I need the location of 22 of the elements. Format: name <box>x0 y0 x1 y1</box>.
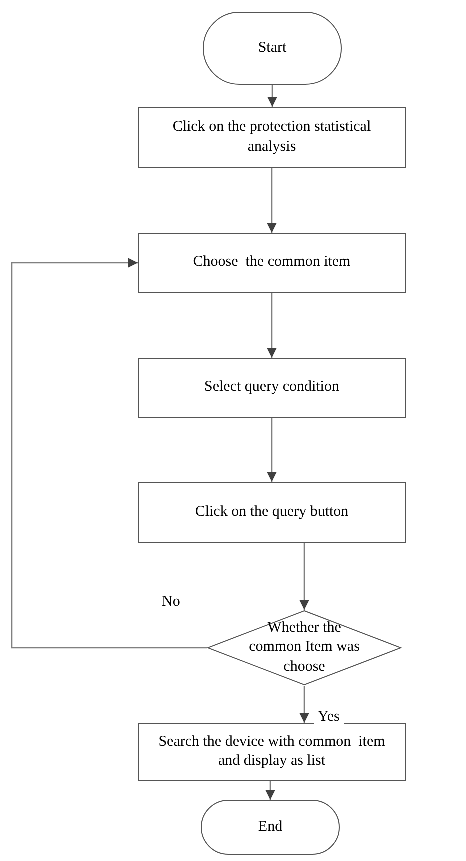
arrow <box>266 781 276 800</box>
process-box <box>138 482 406 543</box>
arrow <box>267 293 277 358</box>
process-box <box>138 107 406 168</box>
arrow <box>11 258 207 649</box>
decision-diamond <box>207 610 402 686</box>
node-text: Click on the protection statistical analysis <box>172 118 372 156</box>
arrow <box>268 85 278 107</box>
process-box <box>138 233 406 293</box>
node-text: End <box>257 818 284 837</box>
node-text: Click on the query button <box>194 502 350 522</box>
process-box <box>138 358 406 418</box>
arrow <box>267 168 277 233</box>
node-text: Select query condition <box>204 378 340 398</box>
process-box <box>138 723 406 781</box>
node-text: Search the device with common item and display as list <box>158 732 386 771</box>
node-text: Whether the common Item was choose <box>248 618 361 677</box>
arrow <box>267 418 277 482</box>
arrow <box>300 543 310 610</box>
arrow <box>300 686 310 723</box>
node-text: Start <box>257 38 288 58</box>
node-text: Choose the common item <box>192 253 352 272</box>
